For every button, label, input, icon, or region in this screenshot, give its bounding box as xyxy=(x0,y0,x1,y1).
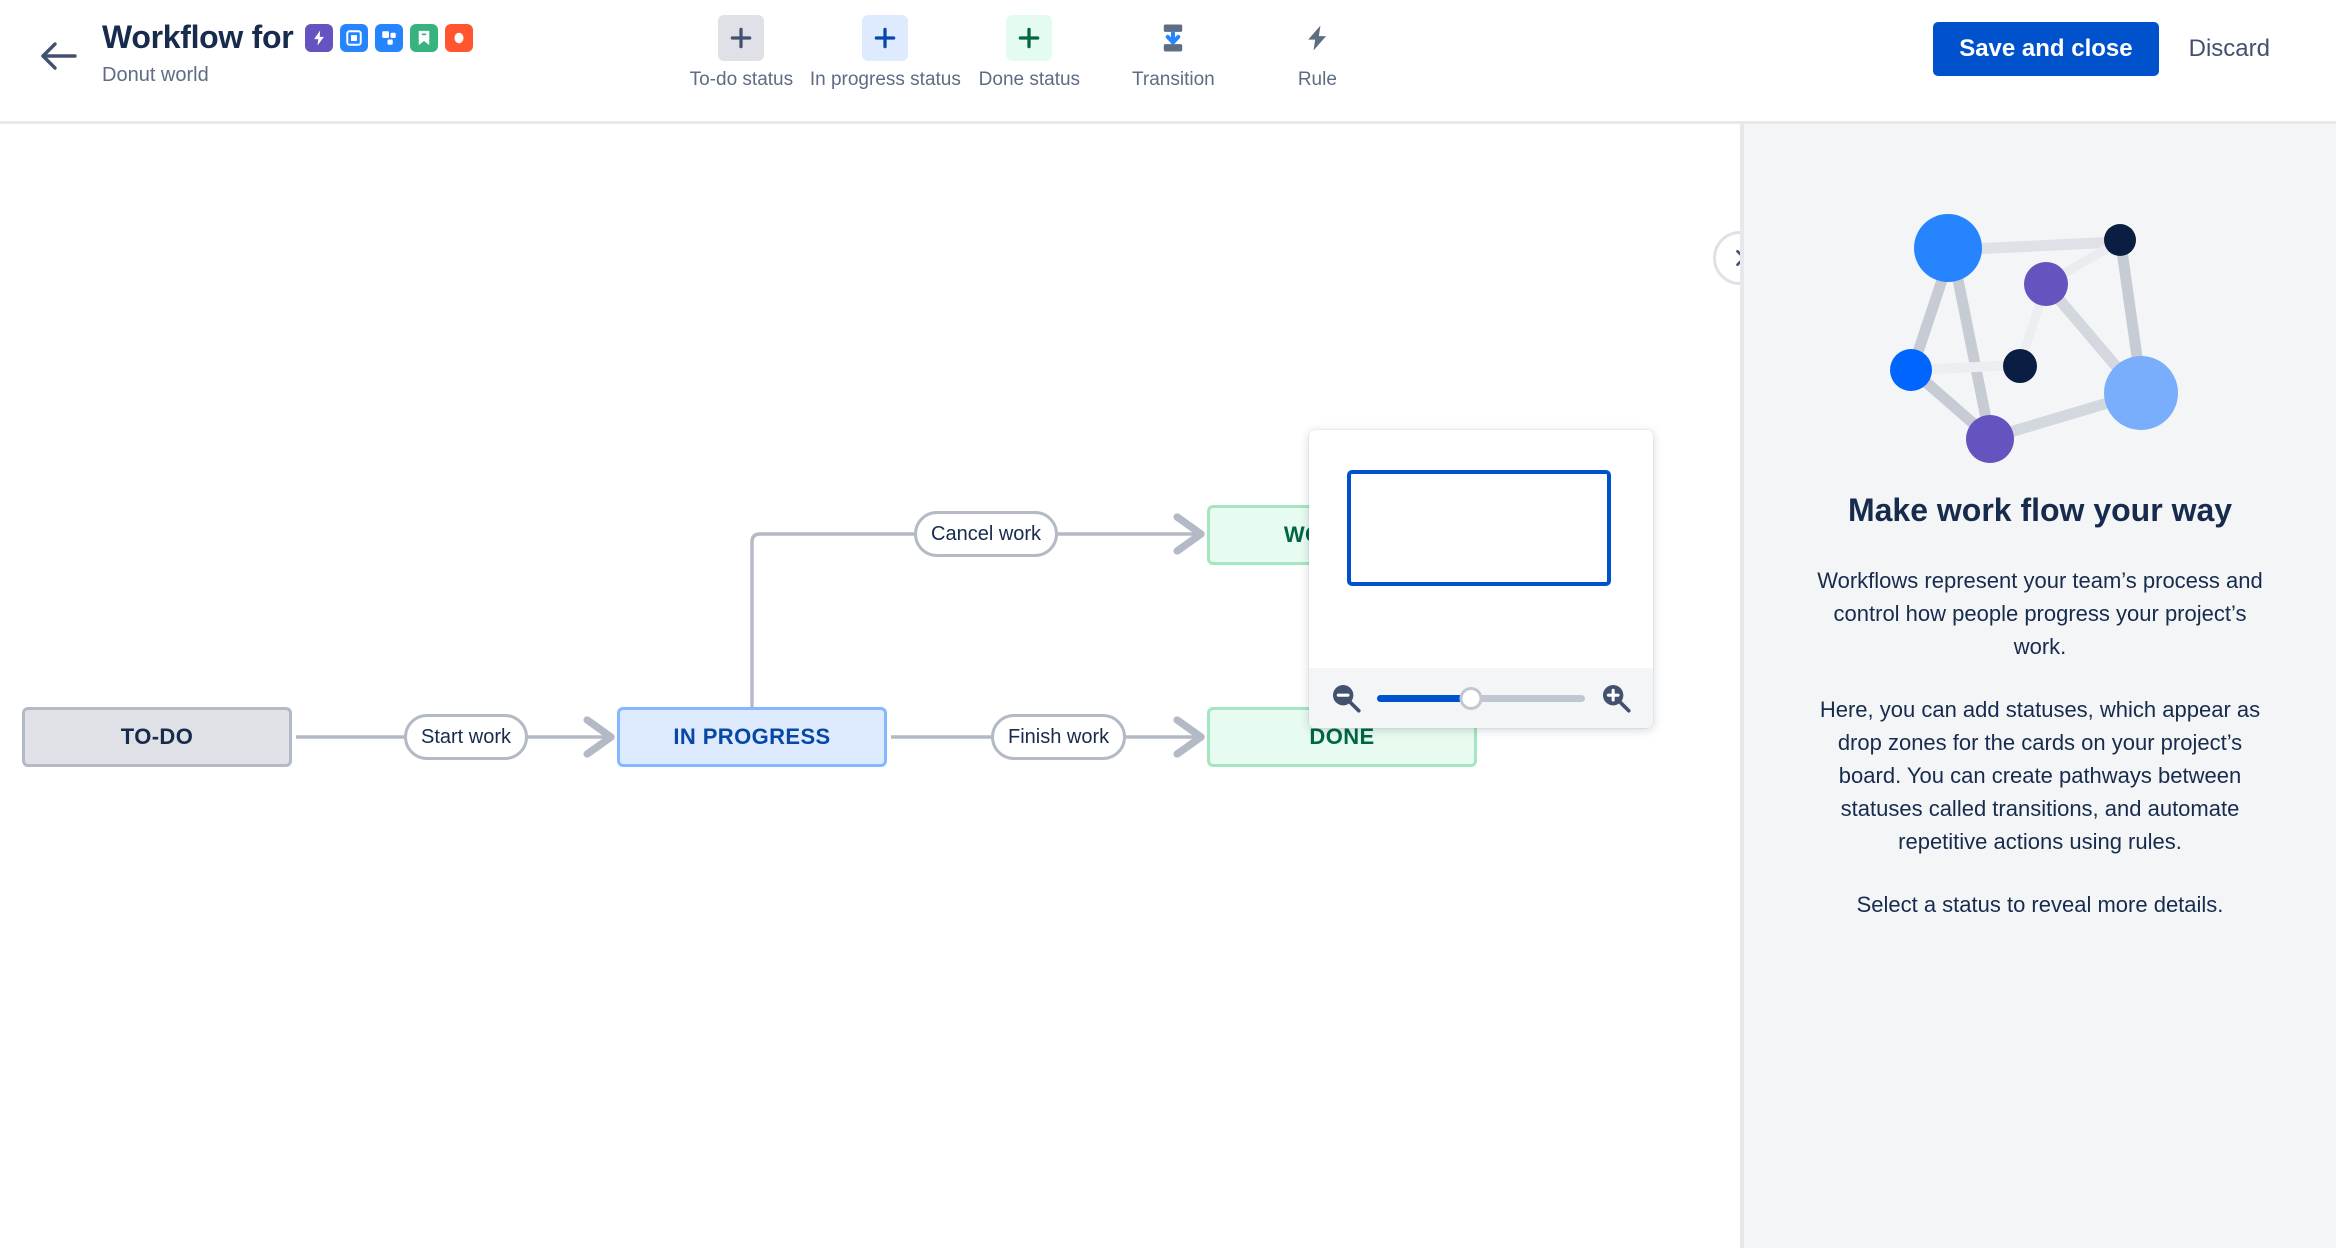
node-large-blue xyxy=(1914,214,1982,282)
transition-label-cancel-work[interactable]: Cancel work xyxy=(914,511,1059,557)
minimap-view-rect[interactable] xyxy=(1347,470,1611,586)
zoom-slider-fill xyxy=(1377,695,1471,702)
toolbar-item-done-status[interactable]: Done status xyxy=(957,12,1101,92)
status-toolbar: To-do status In progress status Done sta… xyxy=(669,12,1389,92)
transition-icon xyxy=(1164,24,1183,52)
transition-label-start-work[interactable]: Start work xyxy=(404,714,529,760)
transition-label-finish-work[interactable]: Finish work xyxy=(991,714,1127,760)
toolbar-item-rule[interactable]: Rule xyxy=(1245,12,1389,92)
bookmark-project-icon xyxy=(410,24,439,52)
toolbar-item-todo-status[interactable]: To-do status xyxy=(669,12,813,92)
task-grid-project-icon xyxy=(375,24,404,52)
workflow-network-illustration xyxy=(1890,214,2178,463)
node-blue-left xyxy=(1890,349,1932,391)
collapse-panel-button[interactable] xyxy=(1713,231,1740,285)
discard-button[interactable]: Discard xyxy=(2171,22,2288,76)
transition-label-text: Finish work xyxy=(1008,725,1110,748)
status-node-in-progress[interactable]: IN PROGRESS xyxy=(617,707,887,767)
toolbar-label-done-status: Done status xyxy=(978,69,1081,90)
page-subtitle: Donut world xyxy=(102,64,209,86)
plus-icon xyxy=(875,27,896,49)
toolbar-label-todo-status: To-do status xyxy=(689,69,794,90)
toolbar-item-in-progress-status[interactable]: In progress status xyxy=(810,12,961,92)
lightning-project-icon xyxy=(305,24,334,52)
lightning-bolt-icon-wrap xyxy=(1294,15,1340,61)
save-and-close-button[interactable]: Save and close xyxy=(1933,22,2159,76)
panel-paragraph-3: Select a status to reveal more details. xyxy=(1856,892,2224,917)
zoom-controls xyxy=(1309,668,1653,728)
arrow-left-icon xyxy=(41,42,77,70)
status-node-label: DONE xyxy=(1309,724,1375,749)
editor-body: TO-DO IN PROGRESS WON'T FIX DONE Start w… xyxy=(0,124,2336,1248)
zoom-in-icon[interactable] xyxy=(1599,681,1633,715)
title-block: Workflow for xyxy=(102,18,474,88)
zoom-slider-thumb[interactable] xyxy=(1459,687,1483,710)
project-icon-group xyxy=(305,22,474,52)
status-node-label: IN PROGRESS xyxy=(673,724,831,749)
transition-label-text: Start work xyxy=(421,725,512,748)
node-dark-top xyxy=(2104,224,2136,256)
header-actions: Save and close Discard xyxy=(1933,0,2336,76)
panel-title: Make work flow your way xyxy=(1847,492,2233,528)
chevron-right-icon xyxy=(1736,250,1740,266)
info-panel: Make work flow your way Workflows repres… xyxy=(1744,124,2336,1248)
back-button[interactable] xyxy=(26,24,90,88)
transition-icon-wrap xyxy=(1150,15,1196,61)
square-project-icon xyxy=(340,24,369,52)
workflow-canvas[interactable]: TO-DO IN PROGRESS WON'T FIX DONE Start w… xyxy=(0,124,1744,1248)
plus-icon-wrap-in-progress xyxy=(862,15,909,61)
panel-paragraph-1: Workflows represent your team’s process … xyxy=(1817,568,2263,659)
plus-icon xyxy=(1019,27,1040,49)
toolbar-label-transition: Transition xyxy=(1132,69,1215,90)
plus-icon-wrap-todo xyxy=(718,15,765,61)
minimap-panel[interactable] xyxy=(1309,430,1653,728)
plus-icon-wrap-done xyxy=(1006,15,1053,61)
panel-paragraph-2: Here, you can add statuses, which appear… xyxy=(1819,697,2261,854)
lightning-bolt-icon xyxy=(1308,25,1327,51)
circle-project-icon xyxy=(445,24,474,52)
page-title: Workflow for xyxy=(102,19,294,55)
node-light-blue-right xyxy=(2104,356,2178,430)
app-header: Workflow for xyxy=(0,0,2336,124)
status-node-label: TO-DO xyxy=(120,724,194,749)
toolbar-label-rule: Rule xyxy=(1297,69,1337,90)
transition-label-text: Cancel work xyxy=(931,522,1042,545)
toolbar-item-transition[interactable]: Transition xyxy=(1101,12,1245,92)
toolbar-label-in-progress-status: In progress status xyxy=(809,69,961,90)
title-row: Workflow for xyxy=(102,18,474,56)
plus-icon xyxy=(731,27,752,49)
node-purple-mid xyxy=(2024,262,2068,306)
minimap-viewport[interactable] xyxy=(1309,430,1653,668)
status-node-todo[interactable]: TO-DO xyxy=(22,707,292,767)
zoom-slider[interactable] xyxy=(1377,681,1585,715)
node-dark-mid xyxy=(2003,349,2037,383)
zoom-out-icon[interactable] xyxy=(1329,681,1363,715)
node-purple-bottom xyxy=(1966,415,2014,463)
